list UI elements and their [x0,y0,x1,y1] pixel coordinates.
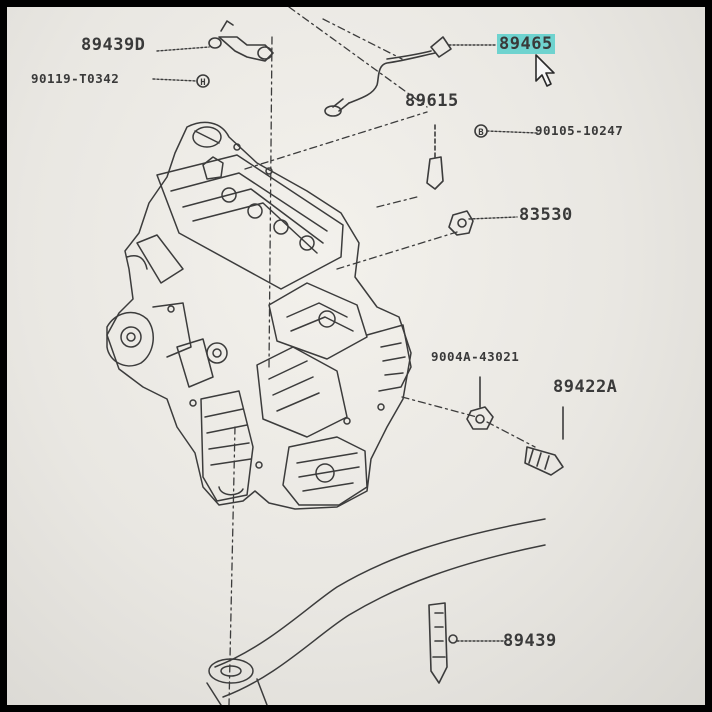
sensor-89439 [428,602,458,684]
part-label-9004a-43021[interactable]: 9004A-43021 [431,349,520,364]
part-label-89422a[interactable]: 89422A [553,377,618,397]
part-label-90119-t0342[interactable]: 90119-T0342 [31,71,120,86]
callout-b: B [478,128,484,138]
nut-9004a [466,376,494,430]
part-label-89439d[interactable]: 89439D [81,35,146,55]
highlighted-search-match: 89465 [497,34,555,54]
parts-diagram-screen: H B 89439D 90119-T0342 89465 89615 90105… [7,7,705,705]
exhaust-pipe-drawing [206,518,546,705]
arrow-pointer-icon [535,54,555,87]
engine-parts-diagram: H B [106,7,564,705]
oil-pressure-switch-83530 [448,210,474,236]
part-label-89615[interactable]: 89615 [405,91,459,111]
part-label-90105-10247[interactable]: 90105-10247 [535,123,624,138]
sensor-89439d [196,20,274,88]
oxygen-sensor-89465 [324,36,452,117]
part-label-83530[interactable]: 83530 [519,205,573,225]
callout-h: H [200,78,205,88]
part-label-89465[interactable]: 89465 [497,34,555,54]
label-leaders [152,44,538,642]
sensor-89422a [524,406,564,476]
engine-assembly-drawing [106,121,412,510]
part-label-89439[interactable]: 89439 [503,631,557,651]
